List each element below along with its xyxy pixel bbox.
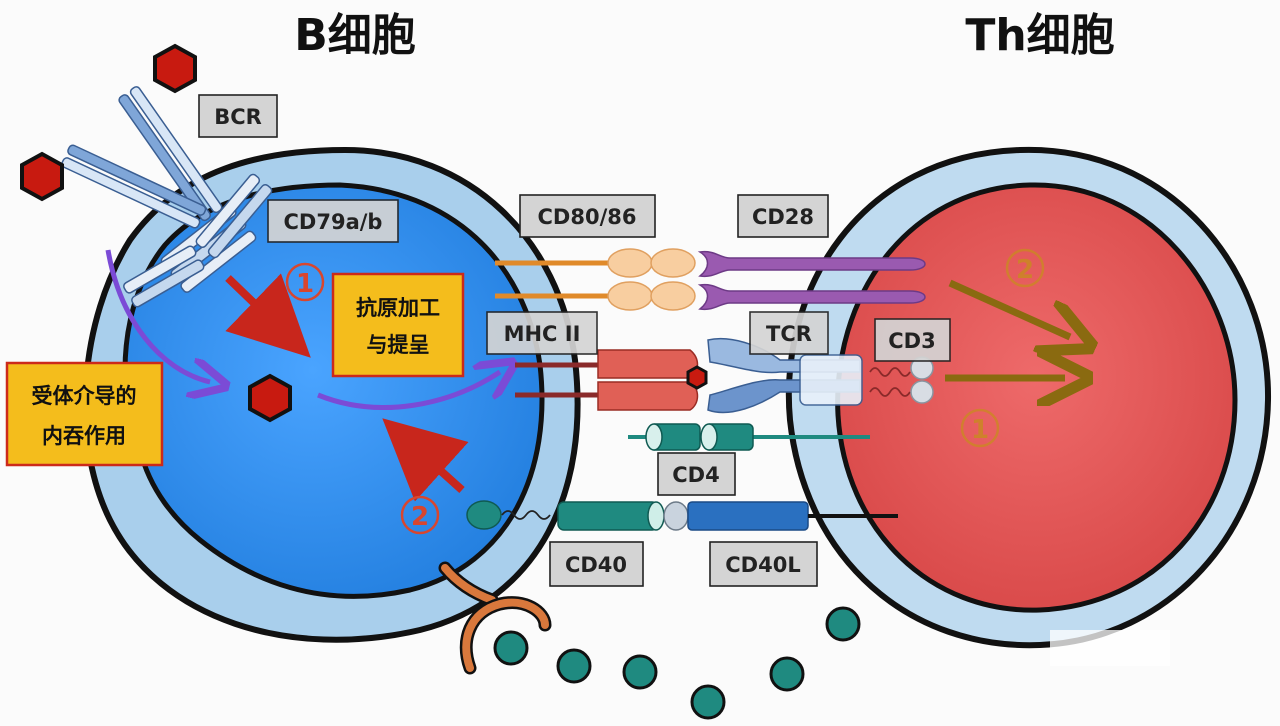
antigen-processing-note: 抗原加工 与提呈: [331, 272, 465, 378]
svg-text:内吞作用: 内吞作用: [42, 424, 126, 448]
mhc-ii-molecule: [515, 349, 699, 411]
cd3-label: CD3: [874, 318, 951, 362]
b-step-1-badge: [285, 262, 325, 302]
svg-text:MHC II: MHC II: [504, 322, 581, 346]
b-step-2-number: 2: [411, 502, 429, 532]
svg-text:TCR: TCR: [766, 322, 812, 346]
svg-text:CD3: CD3: [888, 329, 935, 353]
endocytosis-arrow: [105, 249, 210, 382]
processing-arrow: [317, 372, 500, 410]
cd79-label: CD79a/b: [267, 199, 399, 243]
tcr-molecule: [707, 338, 863, 414]
cd80-86-label: CD80/86: [519, 194, 656, 238]
svg-text:受体介导的: 受体介导的: [32, 384, 137, 408]
svg-text:CD80/86: CD80/86: [538, 205, 637, 229]
signal-1-arrow: [225, 273, 311, 358]
cd40-cd40l-pair: [466, 500, 898, 531]
th-step-2-number: 2: [1016, 255, 1034, 285]
svg-text:与提呈: 与提呈: [367, 333, 430, 357]
bcr-receptor-complex: [61, 86, 273, 308]
antigen-icon: [20, 151, 64, 202]
internalized-antigen-icon: [248, 373, 292, 423]
th-step-1-number: 1: [971, 415, 989, 445]
b-cell-title: B细胞: [294, 10, 416, 61]
th-cell-title: Th细胞: [965, 10, 1114, 61]
svg-text:CD40L: CD40L: [725, 553, 800, 577]
bcr-label: BCR: [198, 94, 278, 138]
th-signal-2-arrow: [948, 279, 1070, 337]
presented-peptide-icon: [686, 365, 708, 390]
endocytosis-note: 受体介导的 内吞作用: [5, 361, 164, 467]
th-cell: [785, 146, 1272, 649]
th-cell-cytoplasm: [835, 182, 1238, 613]
svg-text:CD79a/b: CD79a/b: [284, 210, 383, 234]
svg-text:CD28: CD28: [752, 205, 814, 229]
mhc-ii-label: MHC II: [486, 311, 598, 355]
cd4-molecule: [628, 423, 870, 451]
svg-text:抗原加工: 抗原加工: [356, 296, 440, 320]
cytokine-dots: [493, 606, 861, 720]
cd4-label: CD4: [657, 452, 736, 496]
cytokine-receptor: [438, 561, 552, 675]
cd40-label: CD40: [549, 541, 644, 587]
antigen-icon: [153, 43, 197, 94]
tcr-label: TCR: [749, 311, 829, 355]
cd28-label: CD28: [737, 194, 829, 238]
cd80-86-cd28-pair: [495, 248, 926, 278]
b-step-1-number: 1: [296, 269, 314, 299]
th-step-1-badge: [960, 408, 1000, 448]
cd40l-label: CD40L: [709, 541, 818, 587]
cd3-complex: [869, 356, 934, 404]
b-step-2-badge: [400, 495, 440, 535]
signal-2-arrow: [382, 418, 469, 502]
th-step-2-badge: [1005, 248, 1045, 288]
svg-text:CD4: CD4: [672, 463, 719, 487]
cd80-86-cd28-pair: [495, 281, 926, 311]
bottom-right-blur-patch: [1050, 630, 1170, 666]
svg-text:CD40: CD40: [565, 553, 627, 577]
svg-text:BCR: BCR: [214, 105, 262, 129]
